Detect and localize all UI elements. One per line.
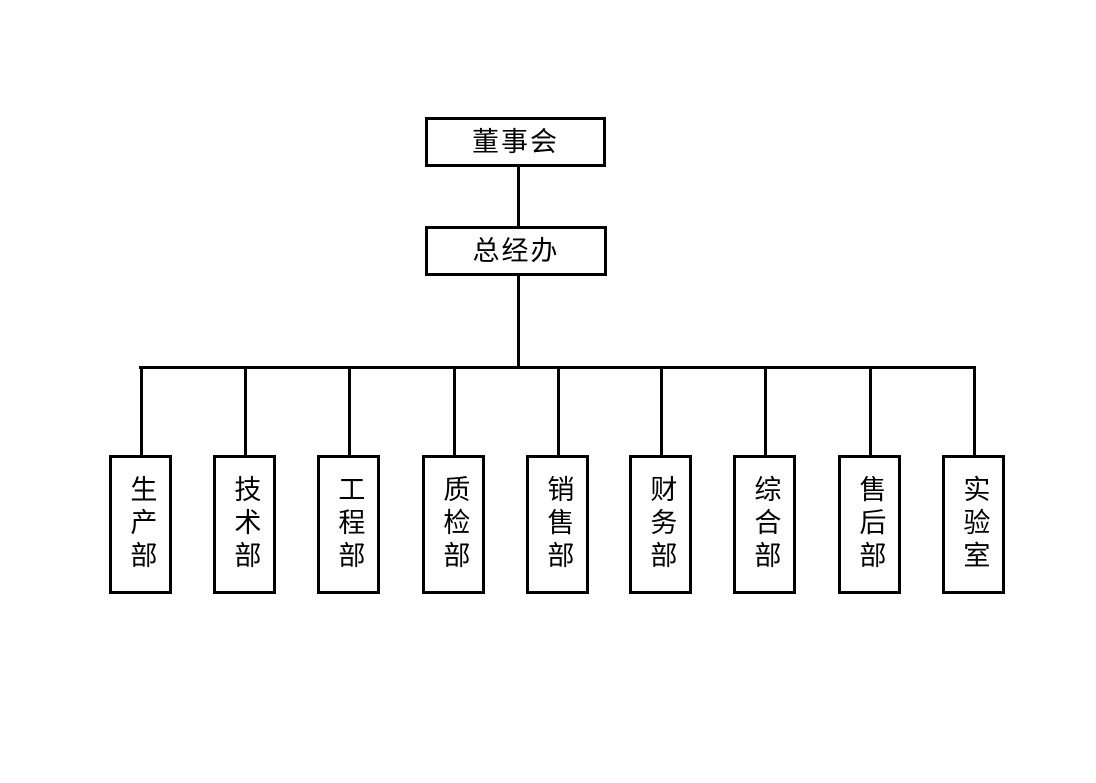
connector-gm-office-to-bus: [517, 276, 520, 369]
node-department-3-label: 工程部: [333, 475, 365, 574]
connector-bus-to-department: [244, 366, 247, 455]
connector-bus-to-department: [140, 366, 143, 455]
node-department-9[interactable]: 实验室: [942, 455, 1005, 594]
node-gm-office-label: 总经办: [472, 235, 560, 267]
node-department-7[interactable]: 综合部: [733, 455, 796, 594]
node-gm-office[interactable]: 总经办: [425, 226, 607, 276]
connector-bus-to-department: [660, 366, 663, 455]
connector-bus-to-department: [973, 366, 976, 455]
node-department-1[interactable]: 生产部: [109, 455, 172, 594]
connector-bus-to-department: [348, 366, 351, 455]
connector-bus-to-department: [557, 366, 560, 455]
node-department-5[interactable]: 销售部: [526, 455, 589, 594]
node-department-2-label: 技术部: [229, 475, 261, 574]
node-department-1-label: 生产部: [125, 475, 157, 574]
connector-board-to-gm-office: [517, 167, 520, 226]
node-department-7-label: 综合部: [749, 475, 781, 574]
node-board-of-directors[interactable]: 董事会: [425, 117, 606, 167]
node-department-2[interactable]: 技术部: [213, 455, 276, 594]
connector-bus-to-department: [764, 366, 767, 455]
node-department-8-label: 售后部: [854, 475, 886, 574]
node-department-9-label: 实验室: [958, 475, 990, 574]
connector-bus-to-department: [869, 366, 872, 455]
node-department-6[interactable]: 财务部: [629, 455, 692, 594]
connector-bus-to-department: [453, 366, 456, 455]
node-department-5-label: 销售部: [542, 475, 574, 574]
node-board-of-directors-label: 董事会: [472, 126, 559, 158]
node-department-4[interactable]: 质检部: [422, 455, 485, 594]
node-department-8[interactable]: 售后部: [838, 455, 901, 594]
node-department-3[interactable]: 工程部: [317, 455, 380, 594]
node-department-6-label: 财务部: [645, 475, 677, 574]
node-department-4-label: 质检部: [438, 475, 470, 574]
